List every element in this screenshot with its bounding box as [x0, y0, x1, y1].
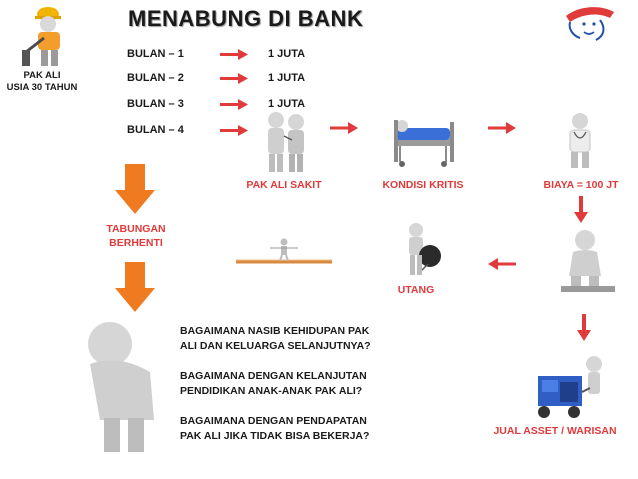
savings-arrows	[220, 49, 248, 136]
question-line: ALI DAN KELUARGA SELANJUTNYA?	[180, 340, 371, 352]
arrow-right-icon	[220, 73, 248, 84]
savings-stop-label-2: BERHENTI	[109, 237, 163, 249]
worker-icon	[22, 7, 61, 66]
hospital-bed-icon	[394, 120, 454, 167]
amount-label: 1 JUTA	[268, 98, 306, 110]
arrow-down-icon	[115, 164, 155, 214]
arrow-right-icon	[220, 49, 248, 60]
arrow-right-icon	[330, 122, 358, 134]
month-label: BULAN – 3	[127, 98, 184, 110]
amount-label: 1 JUTA	[268, 48, 306, 60]
doctor-patient-icon	[268, 112, 304, 172]
debt-ball-chain-icon	[409, 223, 441, 275]
arrow-right-icon	[488, 122, 516, 134]
step-debt: UTANG	[397, 284, 435, 296]
month-label: BULAN – 1	[127, 48, 184, 60]
question-line: BAGAIMANA NASIB KEHIDUPAN PAK	[180, 325, 370, 337]
arrow-down-icon	[577, 314, 591, 341]
person-age: USIA 30 TAHUN	[6, 82, 78, 93]
savings-stop-label-1: TABUNGAN	[106, 223, 166, 235]
thinking-person-icon	[561, 230, 615, 292]
question-line: BAGAIMANA DENGAN PENDAPATAN	[180, 415, 367, 427]
amount-label: 1 JUTA	[268, 72, 306, 84]
step-cost: BIAYA = 100 JT	[543, 179, 619, 191]
arrow-left-icon	[488, 258, 516, 270]
step-sick: PAK ALI SAKIT	[246, 179, 322, 191]
month-label: BULAN – 4	[127, 124, 184, 136]
question-line: PENDIDIKAN ANAK-ANAK PAK ALI?	[180, 385, 363, 397]
cart-assets-icon	[538, 356, 602, 418]
step-sell: JUAL ASSET / WARISAN	[493, 425, 617, 437]
sad-person-icon	[88, 322, 154, 452]
page-title: MENABUNG DI BANK	[128, 6, 364, 31]
arrow-right-icon	[220, 125, 248, 136]
doctor-icon	[569, 113, 591, 168]
balance-walker-icon	[236, 238, 332, 264]
step-critical: KONDISI KRITIS	[382, 179, 464, 191]
person-name: PAK ALI	[23, 70, 61, 81]
arrow-down-icon	[574, 196, 588, 223]
question-line: PAK ALI JIKA TIDAK BISA BEKERJA?	[180, 430, 370, 442]
arrow-right-icon	[220, 99, 248, 110]
month-label: BULAN – 2	[127, 72, 184, 84]
arrow-down-icon	[115, 262, 155, 312]
question-line: BAGAIMANA DENGAN KELANJUTAN	[180, 370, 367, 382]
question-block: BAGAIMANA NASIB KEHIDUPAN PAK ALI DAN KE…	[180, 324, 400, 444]
logo-icon	[566, 7, 614, 41]
